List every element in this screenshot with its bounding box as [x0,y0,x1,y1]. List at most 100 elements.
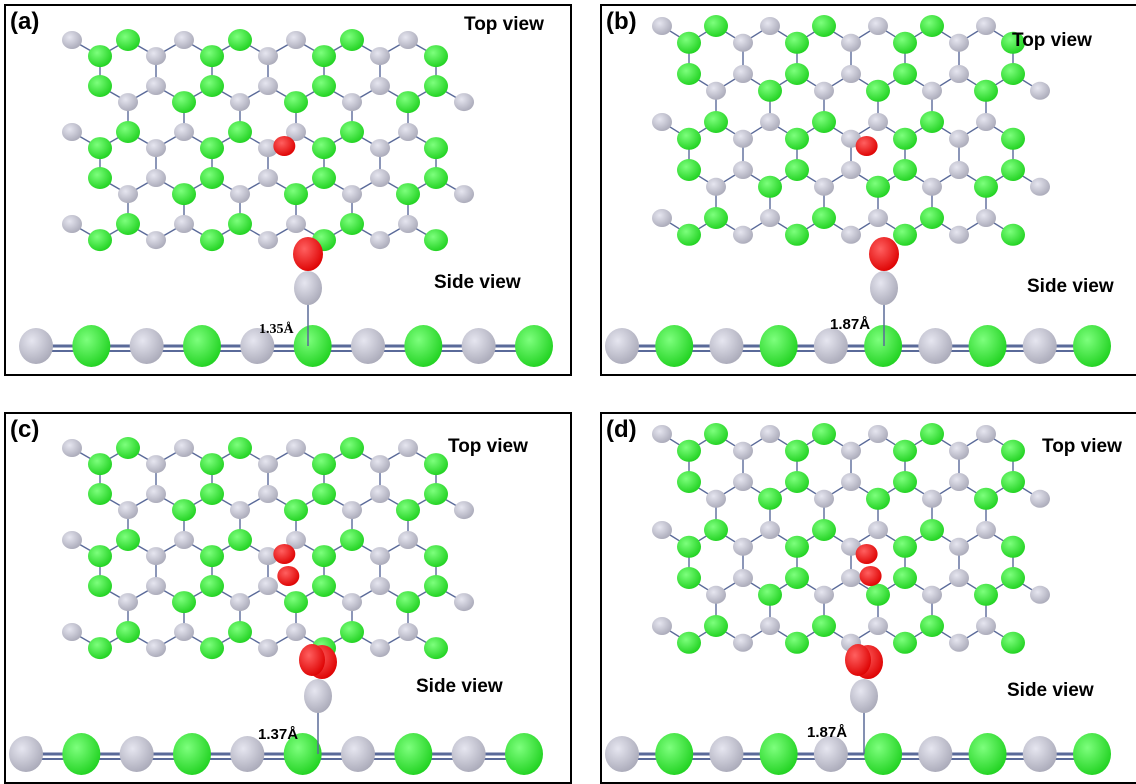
gray-atom [294,271,322,305]
gray-atom [733,633,753,652]
gray-atom [119,736,154,772]
gray-atom [814,177,834,196]
gray-atom [62,123,82,141]
green-atom [88,45,112,68]
green-atom [785,471,809,493]
bond-length-label: 1.35Å [259,322,294,337]
green-atom [704,423,728,445]
gray-atom [813,328,848,364]
green-atom [505,733,543,775]
green-atom [404,325,443,367]
gray-atom [760,17,780,35]
gray-atom [760,617,780,635]
gray-atom [398,215,418,233]
green-atom [974,487,998,510]
gray-atom [351,328,385,364]
green-atom [424,575,448,597]
green-atom [920,207,944,229]
green-atom [1001,159,1025,181]
green-atom [1001,567,1025,589]
gray-atom [398,531,418,549]
side-view-label: Side view [434,272,521,293]
green-atom [704,519,728,541]
green-atom [284,183,308,206]
gray-atom [949,161,969,179]
gray-atom [118,501,138,520]
top-view-label: Top view [1012,30,1092,51]
gray-atom [118,185,138,204]
green-atom [228,621,252,643]
green-atom [172,591,196,614]
gray-atom [370,139,390,158]
green-atom [424,637,448,660]
gray-atom [760,521,780,539]
oxygen-atom [859,566,882,586]
green-atom [920,519,944,541]
gray-atom [605,736,639,772]
green-atom [785,159,809,181]
gray-atom [976,209,996,227]
gray-atom [174,123,194,141]
gray-atom [454,593,474,612]
gray-atom [976,425,996,443]
gray-atom [841,33,861,52]
green-atom [785,31,809,54]
gray-atom [922,177,942,196]
gray-atom [230,185,250,204]
gray-atom [258,169,278,187]
green-atom [394,733,433,775]
gray-atom [814,489,834,508]
green-atom [893,159,917,181]
green-atom [424,453,448,476]
oxygen-atom [273,544,296,564]
green-atom [785,535,809,558]
gray-atom [370,47,390,66]
structure-panel-c [9,437,543,775]
green-atom [228,213,252,235]
gray-atom [370,455,390,474]
gray-atom [868,209,888,227]
gray-atom [922,489,942,508]
structure-panel-d [605,423,1111,775]
green-atom [116,437,140,459]
green-atom [893,535,917,558]
green-atom [88,453,112,476]
gray-atom [733,569,753,587]
gray-atom [949,537,969,556]
green-atom [758,175,782,198]
green-atom [424,229,448,252]
bond-length-label: 1.87Å [807,724,848,741]
gray-atom [733,473,753,491]
green-atom [312,575,336,597]
bond-length-label: 1.87Å [830,316,871,333]
gray-atom [341,736,375,772]
green-atom [424,75,448,97]
gray-atom [370,577,390,595]
gray-atom [841,537,861,556]
gray-atom [370,485,390,503]
green-atom [200,575,224,597]
gray-atom [398,439,418,457]
green-atom [340,213,364,235]
gray-atom [286,439,306,457]
gray-atom [976,113,996,131]
gray-atom [841,569,861,587]
green-atom [200,45,224,68]
green-atom [88,75,112,97]
green-atom [812,111,836,133]
green-atom [424,483,448,505]
green-atom [974,79,998,102]
green-atom [284,499,308,522]
gray-atom [370,169,390,187]
green-atom [424,545,448,568]
gray-atom [841,473,861,491]
green-atom [116,529,140,551]
gray-atom [398,31,418,49]
gray-atom [652,425,672,443]
green-atom [424,167,448,189]
green-atom [396,591,420,614]
gray-atom [868,425,888,443]
gray-atom [709,736,744,772]
gray-atom [652,113,672,131]
green-atom [864,733,903,775]
